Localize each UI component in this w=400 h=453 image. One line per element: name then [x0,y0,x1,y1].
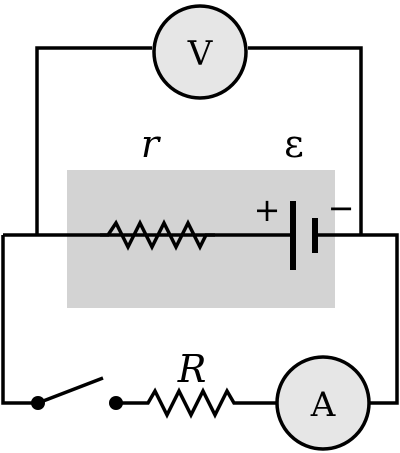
emf-label: ε [284,122,304,166]
internal-resistor [100,219,215,251]
battery-gap [296,226,312,244]
voltmeter-label: V [187,34,214,74]
ammeter [275,355,371,451]
outer-loop-wire [1,233,399,405]
battery-negative-sign: − [328,189,355,227]
switch-lever [37,376,104,405]
external-resistor [140,387,240,419]
ammeter-label: A [310,385,336,425]
voltmeter-wire [35,46,363,235]
battery-positive-sign: + [254,191,281,229]
voltmeter [152,4,248,100]
external-resistor-label: R [177,347,207,391]
internal-resistance-label: r [141,122,162,166]
switch-contact-right [109,396,123,410]
